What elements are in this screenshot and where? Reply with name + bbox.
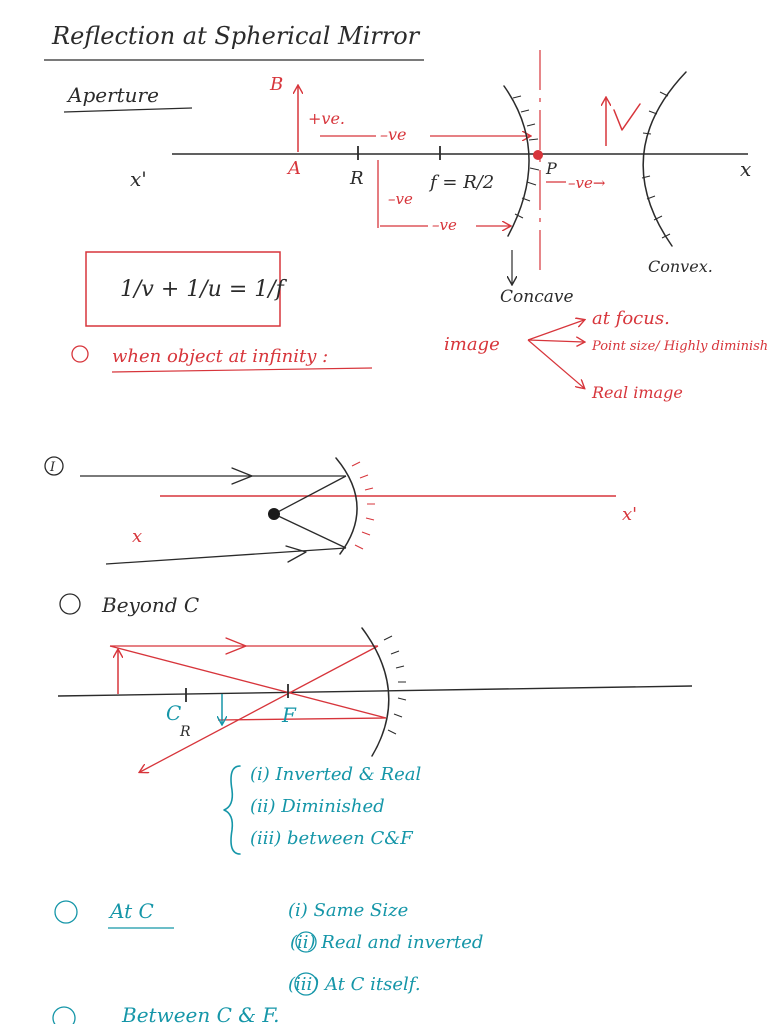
prop-at-focus: at focus. (592, 308, 670, 329)
pole-point (533, 150, 543, 160)
section2-title: Beyond C (101, 593, 199, 617)
prop2-circle (295, 931, 317, 953)
reflected-ray-top (273, 475, 347, 515)
mirror2-hatching (351, 461, 375, 550)
beyond-c-prop-3: (iii) between C&F (250, 828, 414, 849)
ray-arrowhead (231, 467, 253, 485)
at-c-prop-1: (i) Same Size (288, 900, 408, 921)
section3-title: At C (108, 899, 154, 923)
prop-arrow-3 (527, 339, 584, 388)
label-F: F (281, 703, 297, 727)
section3-num-circle (54, 900, 78, 924)
reflected-parallel-ray (217, 717, 387, 721)
label-bg (376, 126, 430, 144)
prop-point-size: Point size/ Highly diminish (591, 339, 768, 354)
label-minus-ve-right: –ve→ (568, 174, 606, 192)
concave-mirror-1 (503, 85, 530, 237)
image-word: image (444, 334, 500, 355)
mirror-hatching (512, 95, 540, 219)
beyond-c-prop-1: (i) Inverted & Real (250, 764, 421, 785)
aperture-heading: Aperture (66, 83, 159, 107)
ray-through-focus-in (109, 645, 387, 719)
label-A: A (286, 158, 301, 179)
check-mark (613, 103, 641, 131)
incident-ray-bottom (105, 547, 347, 565)
label-x-prime: x' (130, 167, 147, 191)
concave-mirror-2 (335, 457, 358, 555)
label-x: x (740, 157, 751, 181)
case1-circle-icon (71, 345, 89, 363)
ray-arrowhead (285, 545, 307, 563)
section4-title: Between C & F. (121, 1003, 280, 1024)
section4-num-circle (52, 1006, 76, 1028)
reflected-ray-through-focus (140, 645, 379, 772)
label-concave: Concave (500, 287, 574, 307)
label-bg (428, 216, 476, 234)
section2-num-circle (59, 593, 81, 615)
mirror3-hatching (383, 635, 407, 735)
case1-underline (111, 367, 373, 373)
label-f-eq: f = R/2 (428, 172, 494, 193)
page-title: Reflection at Spherical Mirror (51, 22, 421, 50)
label-R: R (349, 168, 364, 189)
diagram1-label-x: x (132, 526, 142, 547)
concave-mirror-3 (361, 627, 390, 757)
mirror-formula: 1/v + 1/u = 1/f (120, 277, 288, 302)
principal-axis-3 (57, 685, 693, 697)
label-convex: Convex. (648, 257, 713, 276)
convex-hatching (641, 91, 671, 239)
label-C: C (166, 701, 181, 725)
label-plus-ve: +ve. (308, 109, 345, 128)
properties-brace (223, 765, 241, 855)
diagram1-label-x-prime: x' (622, 504, 637, 525)
diagram1-num: I (49, 460, 56, 475)
label-minus-ve-top: –ve (380, 125, 407, 144)
diagram1-num-circle (44, 456, 64, 476)
aperture-underline (63, 107, 193, 113)
prop-arrow-1 (527, 320, 584, 341)
ray-arrowhead (225, 637, 247, 655)
convex-mirror (642, 71, 687, 247)
label-minus-ve-down: –ve (388, 190, 413, 208)
focus-point (268, 508, 280, 520)
prop3-circle (294, 972, 318, 996)
prop-arrow-2 (527, 340, 584, 342)
formula-box (85, 251, 281, 327)
label-R-2: R (179, 724, 191, 740)
at-c-prop-3: (iii) At C itself. (288, 974, 421, 995)
at-c-prop-2: (ii) Real and inverted (290, 932, 483, 953)
reflected-ray-bottom (273, 513, 347, 549)
label-B: B (269, 74, 283, 95)
case1-title: when object at infinity : (112, 346, 328, 367)
label-P: P (545, 159, 557, 178)
beyond-c-prop-2: (ii) Diminished (250, 796, 385, 817)
label-minus-ve-low: –ve (432, 216, 457, 234)
prop-real-image: Real image (591, 383, 683, 402)
